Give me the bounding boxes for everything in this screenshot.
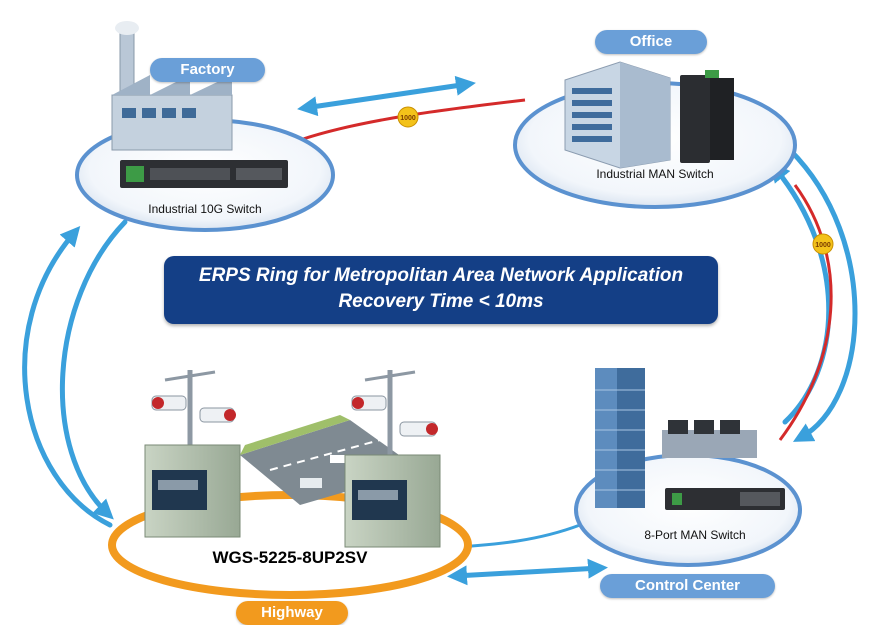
industrial-man-switch-icon xyxy=(680,70,734,163)
camera-pole-right-icon xyxy=(351,370,438,455)
office-label: Office xyxy=(595,30,707,54)
office-control-link xyxy=(778,184,833,441)
badge-factory-office: 1000 xyxy=(397,106,419,128)
left-arc-outer xyxy=(22,225,113,528)
cabinet-left-icon xyxy=(144,444,241,538)
title-line-2: Recovery Time < 10ms xyxy=(338,291,544,312)
office-building-icon xyxy=(564,61,671,169)
factory-device-caption: Industrial 10G Switch xyxy=(148,202,262,216)
office-device-caption: Industrial MAN Switch xyxy=(596,167,714,181)
control-center-device-caption: 8-Port MAN Switch xyxy=(644,528,746,542)
highway-label: Highway xyxy=(236,601,348,625)
badge-office-control-text: 1000 xyxy=(815,242,831,249)
cabinet-right-icon xyxy=(344,454,441,548)
factory-building-icon xyxy=(111,21,233,151)
right-arc-inner xyxy=(769,161,832,425)
right-arc-outer xyxy=(787,147,858,442)
control-center-node xyxy=(574,368,802,567)
control-tower-icon xyxy=(595,368,645,508)
control-center-label: Control Center xyxy=(600,574,775,598)
title-banner: ERPS Ring for Metropolitan Area Network … xyxy=(164,256,718,324)
industrial-10g-switch-icon xyxy=(120,160,288,188)
highway-node xyxy=(108,370,472,599)
top-arrow xyxy=(297,75,476,117)
factory-label: Factory xyxy=(150,58,265,82)
bottom-arrow xyxy=(447,558,608,586)
8-port-man-switch-icon xyxy=(665,488,785,510)
factory-node xyxy=(75,21,335,232)
left-arc-inner xyxy=(59,219,128,520)
road-icon xyxy=(240,415,420,505)
badge-office-control: 1000 xyxy=(812,233,834,255)
highway-device-model: WGS-5225-8UP2SV xyxy=(212,548,368,567)
operator-desks-icon xyxy=(662,420,757,458)
badge-factory-office-text: 1000 xyxy=(400,115,416,122)
camera-pole-left-icon xyxy=(151,370,236,455)
title-line-1: ERPS Ring for Metropolitan Area Network … xyxy=(198,265,684,286)
office-node xyxy=(513,61,797,209)
ring-arcs xyxy=(22,75,858,586)
